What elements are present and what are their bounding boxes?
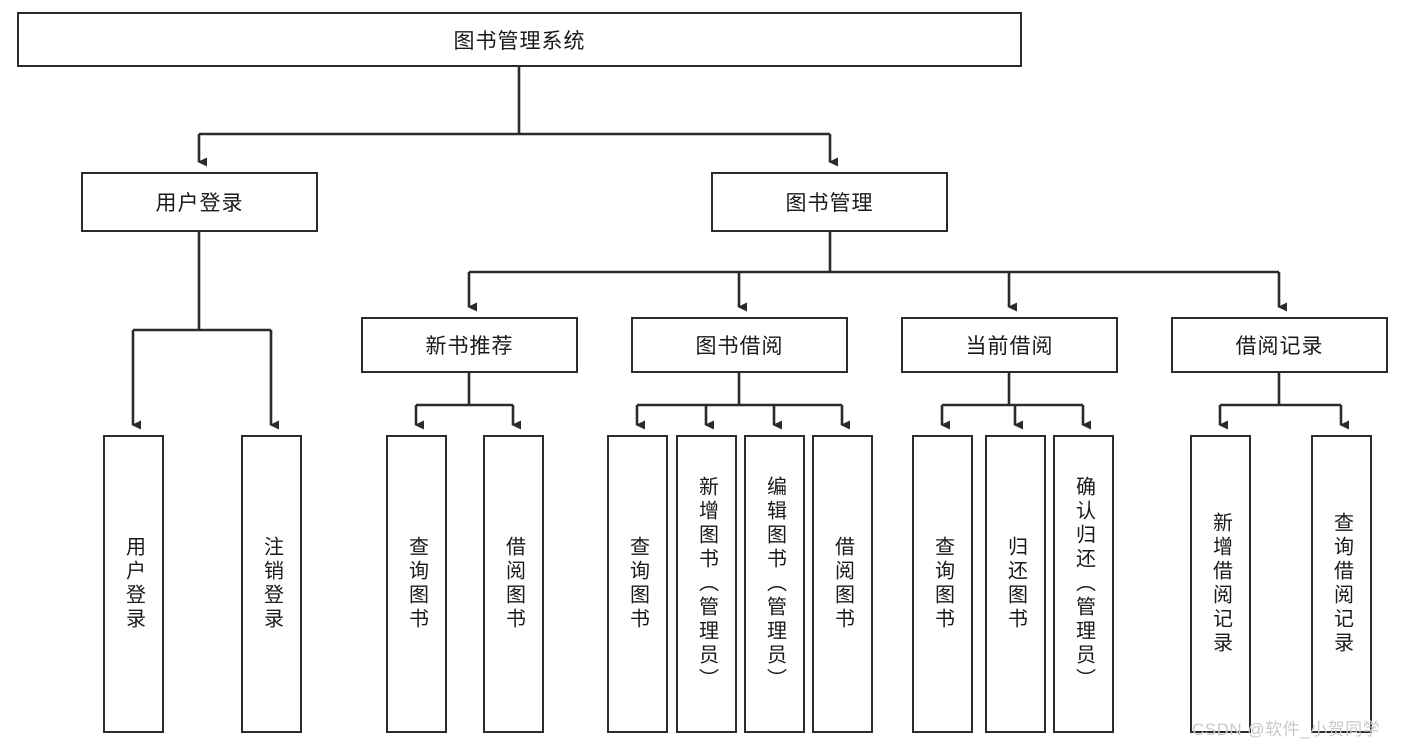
leaf-query-borrow-record[interactable]: 查询借阅记录 <box>1311 435 1372 733</box>
leaf-add-borrow-record[interactable]: 新增借阅记录 <box>1190 435 1251 733</box>
leaf-logout-login-label: 注销登录 <box>260 536 283 632</box>
node-user-login-label: 用户登录 <box>155 192 244 215</box>
leaf-return-book-label: 归还图书 <box>1004 536 1027 632</box>
node-new-book-recommend-label: 新书推荐 <box>425 335 514 358</box>
leaf-query-book-1-label: 查询图书 <box>405 536 428 632</box>
leaf-borrow-book-1[interactable]: 借阅图书 <box>483 435 544 733</box>
node-book-management-label: 图书管理 <box>785 192 874 215</box>
leaf-query-book-2-label: 查询图书 <box>626 536 649 632</box>
node-borrow-record[interactable]: 借阅记录 <box>1171 317 1388 373</box>
leaf-query-borrow-record-label: 查询借阅记录 <box>1330 512 1353 656</box>
node-root-label: 图书管理系统 <box>453 29 586 53</box>
leaf-add-borrow-record-label: 新增借阅记录 <box>1209 512 1232 656</box>
node-user-login[interactable]: 用户登录 <box>81 172 318 232</box>
leaf-borrow-book-2[interactable]: 借阅图书 <box>812 435 873 733</box>
node-current-borrow[interactable]: 当前借阅 <box>901 317 1118 373</box>
node-root[interactable]: 图书管理系统 <box>17 12 1022 67</box>
leaf-borrow-book-2-label: 借阅图书 <box>831 536 854 632</box>
node-book-management[interactable]: 图书管理 <box>711 172 948 232</box>
leaf-user-login-label: 用户登录 <box>122 536 145 632</box>
leaf-confirm-return-admin[interactable]: 确认归还（管理员） <box>1053 435 1114 733</box>
node-current-borrow-label: 当前借阅 <box>965 335 1054 358</box>
leaf-add-book-admin-label: 新增图书（管理员） <box>695 476 718 692</box>
leaf-logout-login[interactable]: 注销登录 <box>241 435 302 733</box>
leaf-query-book-1[interactable]: 查询图书 <box>386 435 447 733</box>
leaf-confirm-return-admin-label: 确认归还（管理员） <box>1072 476 1095 692</box>
leaf-borrow-book-1-label: 借阅图书 <box>502 536 525 632</box>
leaf-edit-book-admin-label: 编辑图书（管理员） <box>763 476 786 692</box>
leaf-edit-book-admin[interactable]: 编辑图书（管理员） <box>744 435 805 733</box>
node-book-borrow-label: 图书借阅 <box>695 335 784 358</box>
leaf-return-book[interactable]: 归还图书 <box>985 435 1046 733</box>
node-book-borrow[interactable]: 图书借阅 <box>631 317 848 373</box>
leaf-add-book-admin[interactable]: 新增图书（管理员） <box>676 435 737 733</box>
leaf-query-book-2[interactable]: 查询图书 <box>607 435 668 733</box>
node-borrow-record-label: 借阅记录 <box>1235 335 1324 358</box>
leaf-query-book-3[interactable]: 查询图书 <box>912 435 973 733</box>
csdn-watermark: CSDN @软件_小贺同学 <box>1192 720 1381 739</box>
leaf-user-login[interactable]: 用户登录 <box>103 435 164 733</box>
leaf-query-book-3-label: 查询图书 <box>931 536 954 632</box>
node-new-book-recommend[interactable]: 新书推荐 <box>361 317 578 373</box>
